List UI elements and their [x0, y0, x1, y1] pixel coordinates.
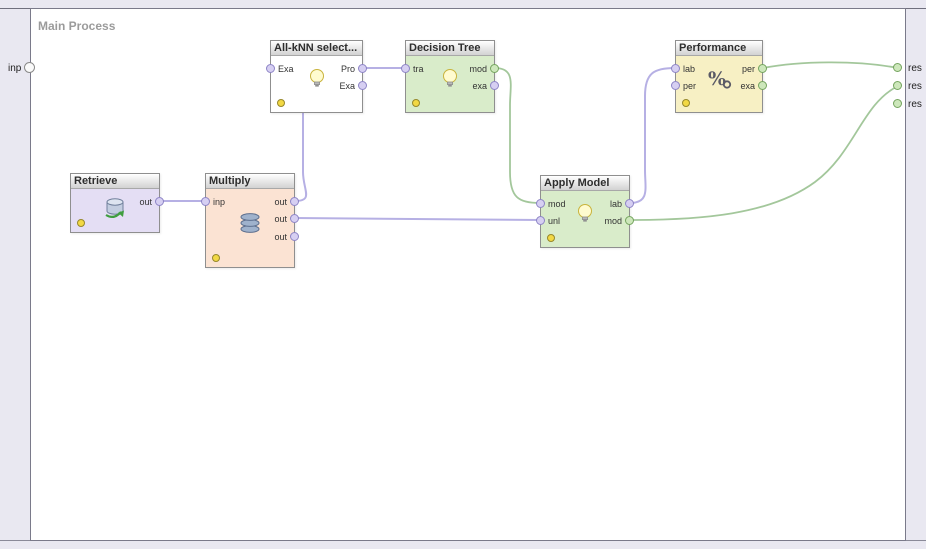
operator-body	[406, 56, 494, 112]
status-indicator	[277, 99, 285, 107]
lightbulb-icon	[572, 201, 598, 232]
port-label: per	[683, 81, 697, 91]
database-stack-icon	[237, 211, 263, 242]
output-port-per[interactable]	[758, 64, 767, 73]
output-port-mod[interactable]	[490, 64, 499, 73]
percent-icon: %	[704, 66, 734, 97]
lightbulb-icon	[304, 66, 330, 97]
operator-performance[interactable]: Performance % lab per per exa	[671, 40, 767, 113]
output-port-out-3[interactable]	[290, 232, 299, 241]
operator-title: Decision Tree	[406, 41, 494, 56]
result-port-3[interactable]	[893, 99, 902, 108]
operator-body	[206, 189, 294, 267]
status-indicator	[682, 99, 690, 107]
result-label-2: res	[908, 81, 922, 92]
port-label: mod	[604, 216, 622, 226]
result-label-1: res	[908, 63, 922, 74]
input-port-lab[interactable]	[671, 64, 680, 73]
input-port-exa[interactable]	[266, 64, 275, 73]
result-port-1[interactable]	[893, 63, 902, 72]
operator-apply-model[interactable]: Apply Model mod unl lab mod	[536, 175, 634, 248]
port-label: mod	[469, 64, 487, 74]
port-label: per	[741, 64, 755, 74]
operator-body	[271, 56, 362, 112]
status-indicator	[412, 99, 420, 107]
operator-title: Retrieve	[71, 174, 159, 189]
status-indicator	[77, 219, 85, 227]
output-port-out-1[interactable]	[290, 197, 299, 206]
process-input-label: inp	[8, 63, 22, 74]
output-port-exa[interactable]	[358, 81, 367, 90]
port-label: Exa	[278, 64, 294, 74]
port-label: inp	[213, 197, 226, 207]
operator-decision-tree[interactable]: Decision Tree tra mod exa	[401, 40, 499, 113]
input-port-unl[interactable]	[536, 216, 545, 225]
lightbulb-icon	[437, 66, 463, 97]
port-label: exa	[472, 81, 487, 91]
operator-body: %	[676, 56, 762, 112]
operator-title: Multiply	[206, 174, 294, 189]
operator-body	[541, 191, 629, 247]
port-label: tra	[413, 64, 424, 74]
status-indicator	[212, 254, 220, 262]
operator-title: Performance	[676, 41, 762, 56]
port-label: out	[274, 197, 287, 207]
output-port-pro[interactable]	[358, 64, 367, 73]
port-label: lab	[683, 64, 696, 74]
port-label: out	[274, 214, 287, 224]
result-port-2[interactable]	[893, 81, 902, 90]
output-port-exa[interactable]	[758, 81, 767, 90]
input-port-mod[interactable]	[536, 199, 545, 208]
svg-text:%: %	[708, 68, 726, 90]
port-label: Pro	[340, 64, 355, 74]
output-port-out-2[interactable]	[290, 214, 299, 223]
process-title: Main Process	[38, 19, 116, 33]
operator-title: Apply Model	[541, 176, 629, 191]
input-port-per[interactable]	[671, 81, 680, 90]
process-input-port[interactable]	[24, 62, 35, 73]
port-label: mod	[548, 199, 566, 209]
operator-multiply[interactable]: Multiply inp out out out	[201, 173, 299, 268]
port-label: lab	[609, 199, 622, 209]
operator-allknn-selection[interactable]: All-kNN select... Exa Pro Exa	[266, 40, 367, 113]
port-label: exa	[740, 81, 755, 91]
output-port-mod[interactable]	[625, 216, 634, 225]
operator-title: All-kNN select...	[271, 41, 362, 56]
input-port-tra[interactable]	[401, 64, 410, 73]
result-label-3: res	[908, 99, 922, 110]
operator-body	[71, 189, 159, 232]
port-label: out	[274, 232, 287, 242]
operator-retrieve[interactable]: Retrieve out	[70, 173, 164, 233]
port-label: unl	[548, 216, 561, 226]
port-label: Exa	[339, 81, 355, 91]
input-port-inp[interactable]	[201, 197, 210, 206]
port-label: out	[139, 197, 152, 207]
database-retrieve-icon	[102, 195, 128, 226]
output-port-exa[interactable]	[490, 81, 499, 90]
output-port-lab[interactable]	[625, 199, 634, 208]
status-indicator	[547, 234, 555, 242]
output-port-out[interactable]	[155, 197, 164, 206]
